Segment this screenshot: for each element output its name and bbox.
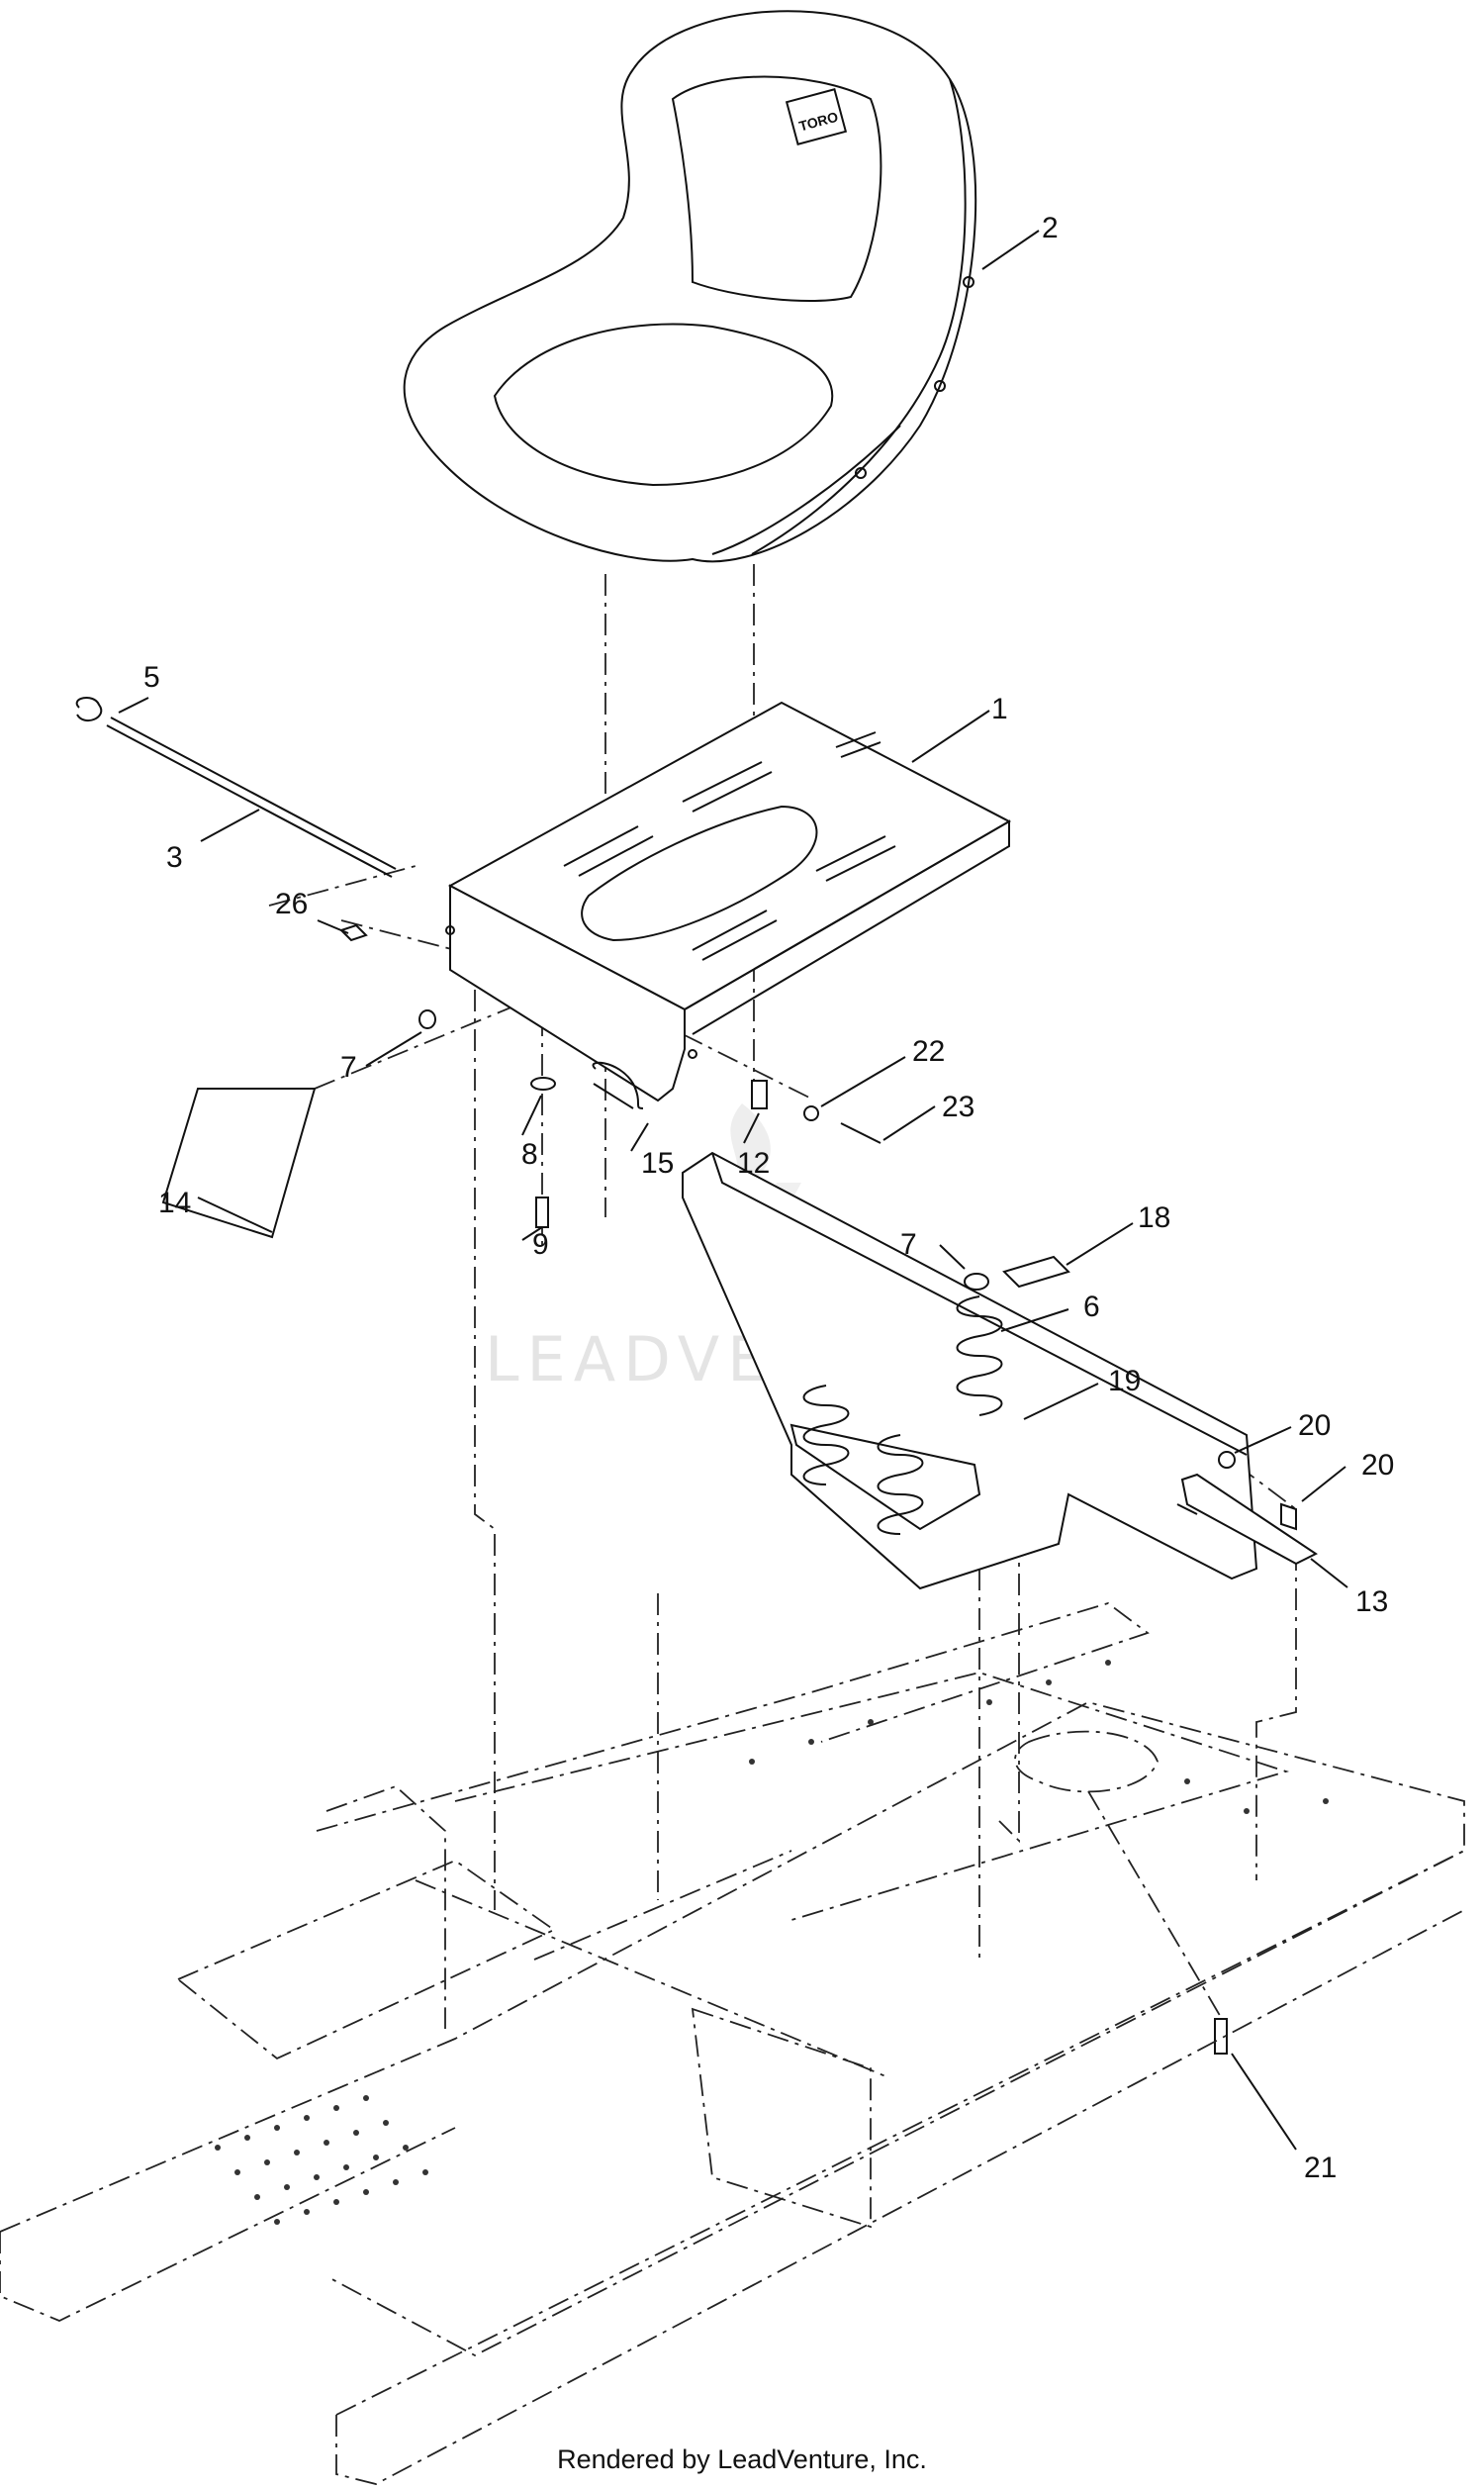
callout-5: 5 <box>143 661 160 694</box>
callout-12: 12 <box>737 1147 770 1180</box>
callout-19: 19 <box>1108 1365 1141 1397</box>
callout-20a: 20 <box>1298 1409 1331 1442</box>
callout-18: 18 <box>1138 1201 1170 1234</box>
callout-23: 23 <box>942 1091 974 1123</box>
seat: TORO <box>403 10 977 563</box>
callout-7a: 7 <box>340 1051 357 1084</box>
callout-21: 21 <box>1304 2152 1337 2184</box>
callout-14: 14 <box>158 1187 191 1219</box>
frame-holes <box>215 1660 1329 2225</box>
callout-22: 22 <box>912 1035 945 1068</box>
callout-9: 9 <box>532 1228 549 1261</box>
callout-7b: 7 <box>900 1228 917 1261</box>
footer-credit: Rendered by LeadVenture, Inc. <box>557 2444 927 2474</box>
pivot-rod <box>75 697 397 878</box>
callout-6: 6 <box>1083 1291 1100 1323</box>
callout-13: 13 <box>1355 1585 1388 1618</box>
callout-15: 15 <box>641 1147 674 1180</box>
leader-lines <box>118 230 1348 2151</box>
callout-8: 8 <box>521 1138 538 1171</box>
decal-18 <box>1002 1255 1070 1289</box>
callout-1: 1 <box>991 693 1008 725</box>
callout-3: 3 <box>166 841 183 874</box>
spring-bracket <box>682 1151 1258 1590</box>
callout-26: 26 <box>275 888 308 920</box>
hardware <box>339 923 881 1228</box>
springs <box>802 1273 1003 1535</box>
callout-20b: 20 <box>1361 1449 1394 1482</box>
alignment-lines <box>268 564 1297 2020</box>
seat-plate <box>445 701 1012 1102</box>
callouts: 1 2 3 5 6 7 7 8 9 12 13 14 15 18 19 20 2… <box>143 212 1394 2184</box>
frame <box>0 1602 1465 2485</box>
callout-2: 2 <box>1042 212 1059 244</box>
